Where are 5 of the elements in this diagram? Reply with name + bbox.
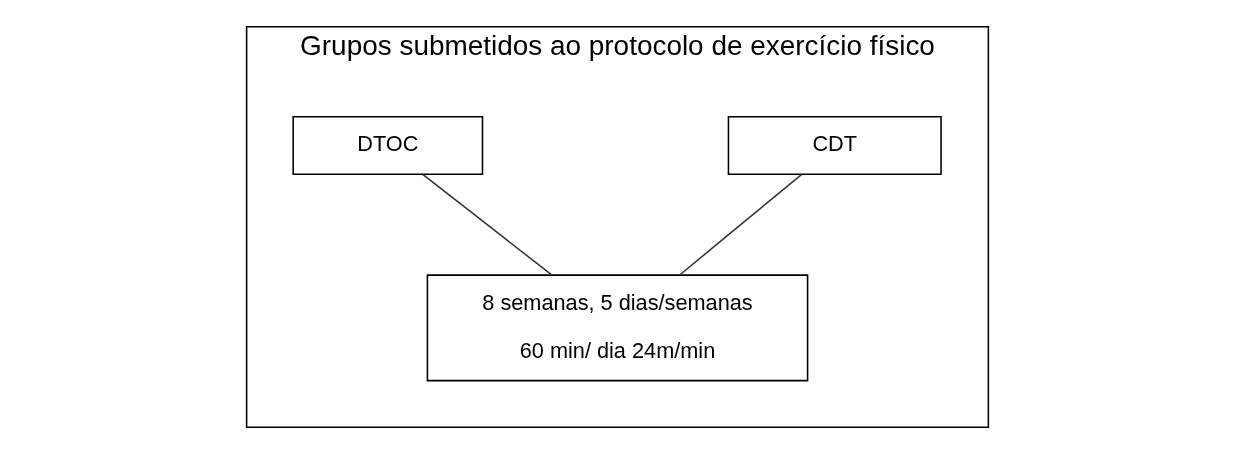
node-box: CDT: [727, 116, 942, 175]
connector: [421, 173, 552, 276]
node-box: DTOC: [291, 116, 483, 175]
connector: [678, 173, 803, 276]
node-box: 8 semanas, 5 dias/semanas 60 min/ dia 24m/min: [426, 274, 808, 382]
